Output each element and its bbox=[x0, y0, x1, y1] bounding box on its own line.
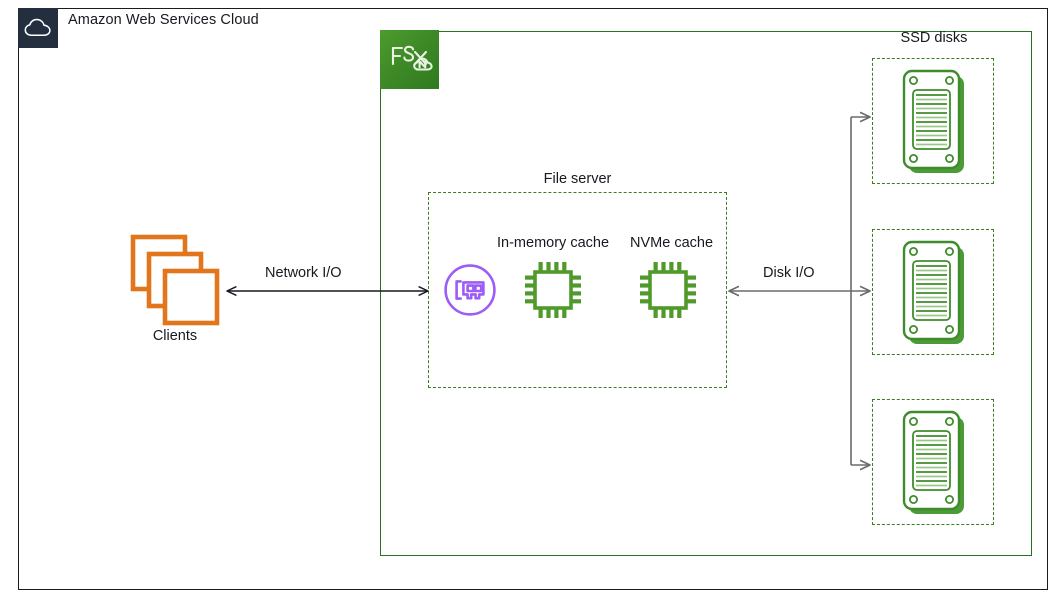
in-memory-cache-chip-icon bbox=[524, 261, 582, 319]
aws-cloud-icon bbox=[18, 8, 58, 48]
diagram-frame bbox=[18, 8, 1048, 590]
aws-cloud-title: Amazon Web Services Cloud bbox=[68, 12, 259, 28]
in-memory-cache-label: In-memory cache bbox=[497, 235, 610, 251]
ssd-disk-slot bbox=[872, 229, 994, 355]
clients-label: Clients bbox=[152, 328, 198, 344]
ssd-disk-icon bbox=[902, 240, 966, 346]
ssd-disks-title: SSD disks bbox=[900, 30, 968, 46]
network-io-label: Network I/O bbox=[265, 265, 342, 281]
disk-io-label: Disk I/O bbox=[763, 265, 815, 281]
clients-icon bbox=[128, 232, 224, 350]
network-interface-card-icon bbox=[443, 263, 497, 317]
ssd-disk-slot bbox=[872, 58, 994, 184]
fsx-service-logo bbox=[380, 30, 439, 89]
file-server-label: File server bbox=[543, 171, 612, 187]
nvme-cache-label: NVMe cache bbox=[630, 235, 714, 251]
ssd-disk-slot bbox=[872, 399, 994, 525]
ssd-disk-icon bbox=[902, 410, 966, 516]
nvme-cache-chip-icon bbox=[639, 261, 697, 319]
ssd-disk-icon bbox=[902, 69, 966, 175]
